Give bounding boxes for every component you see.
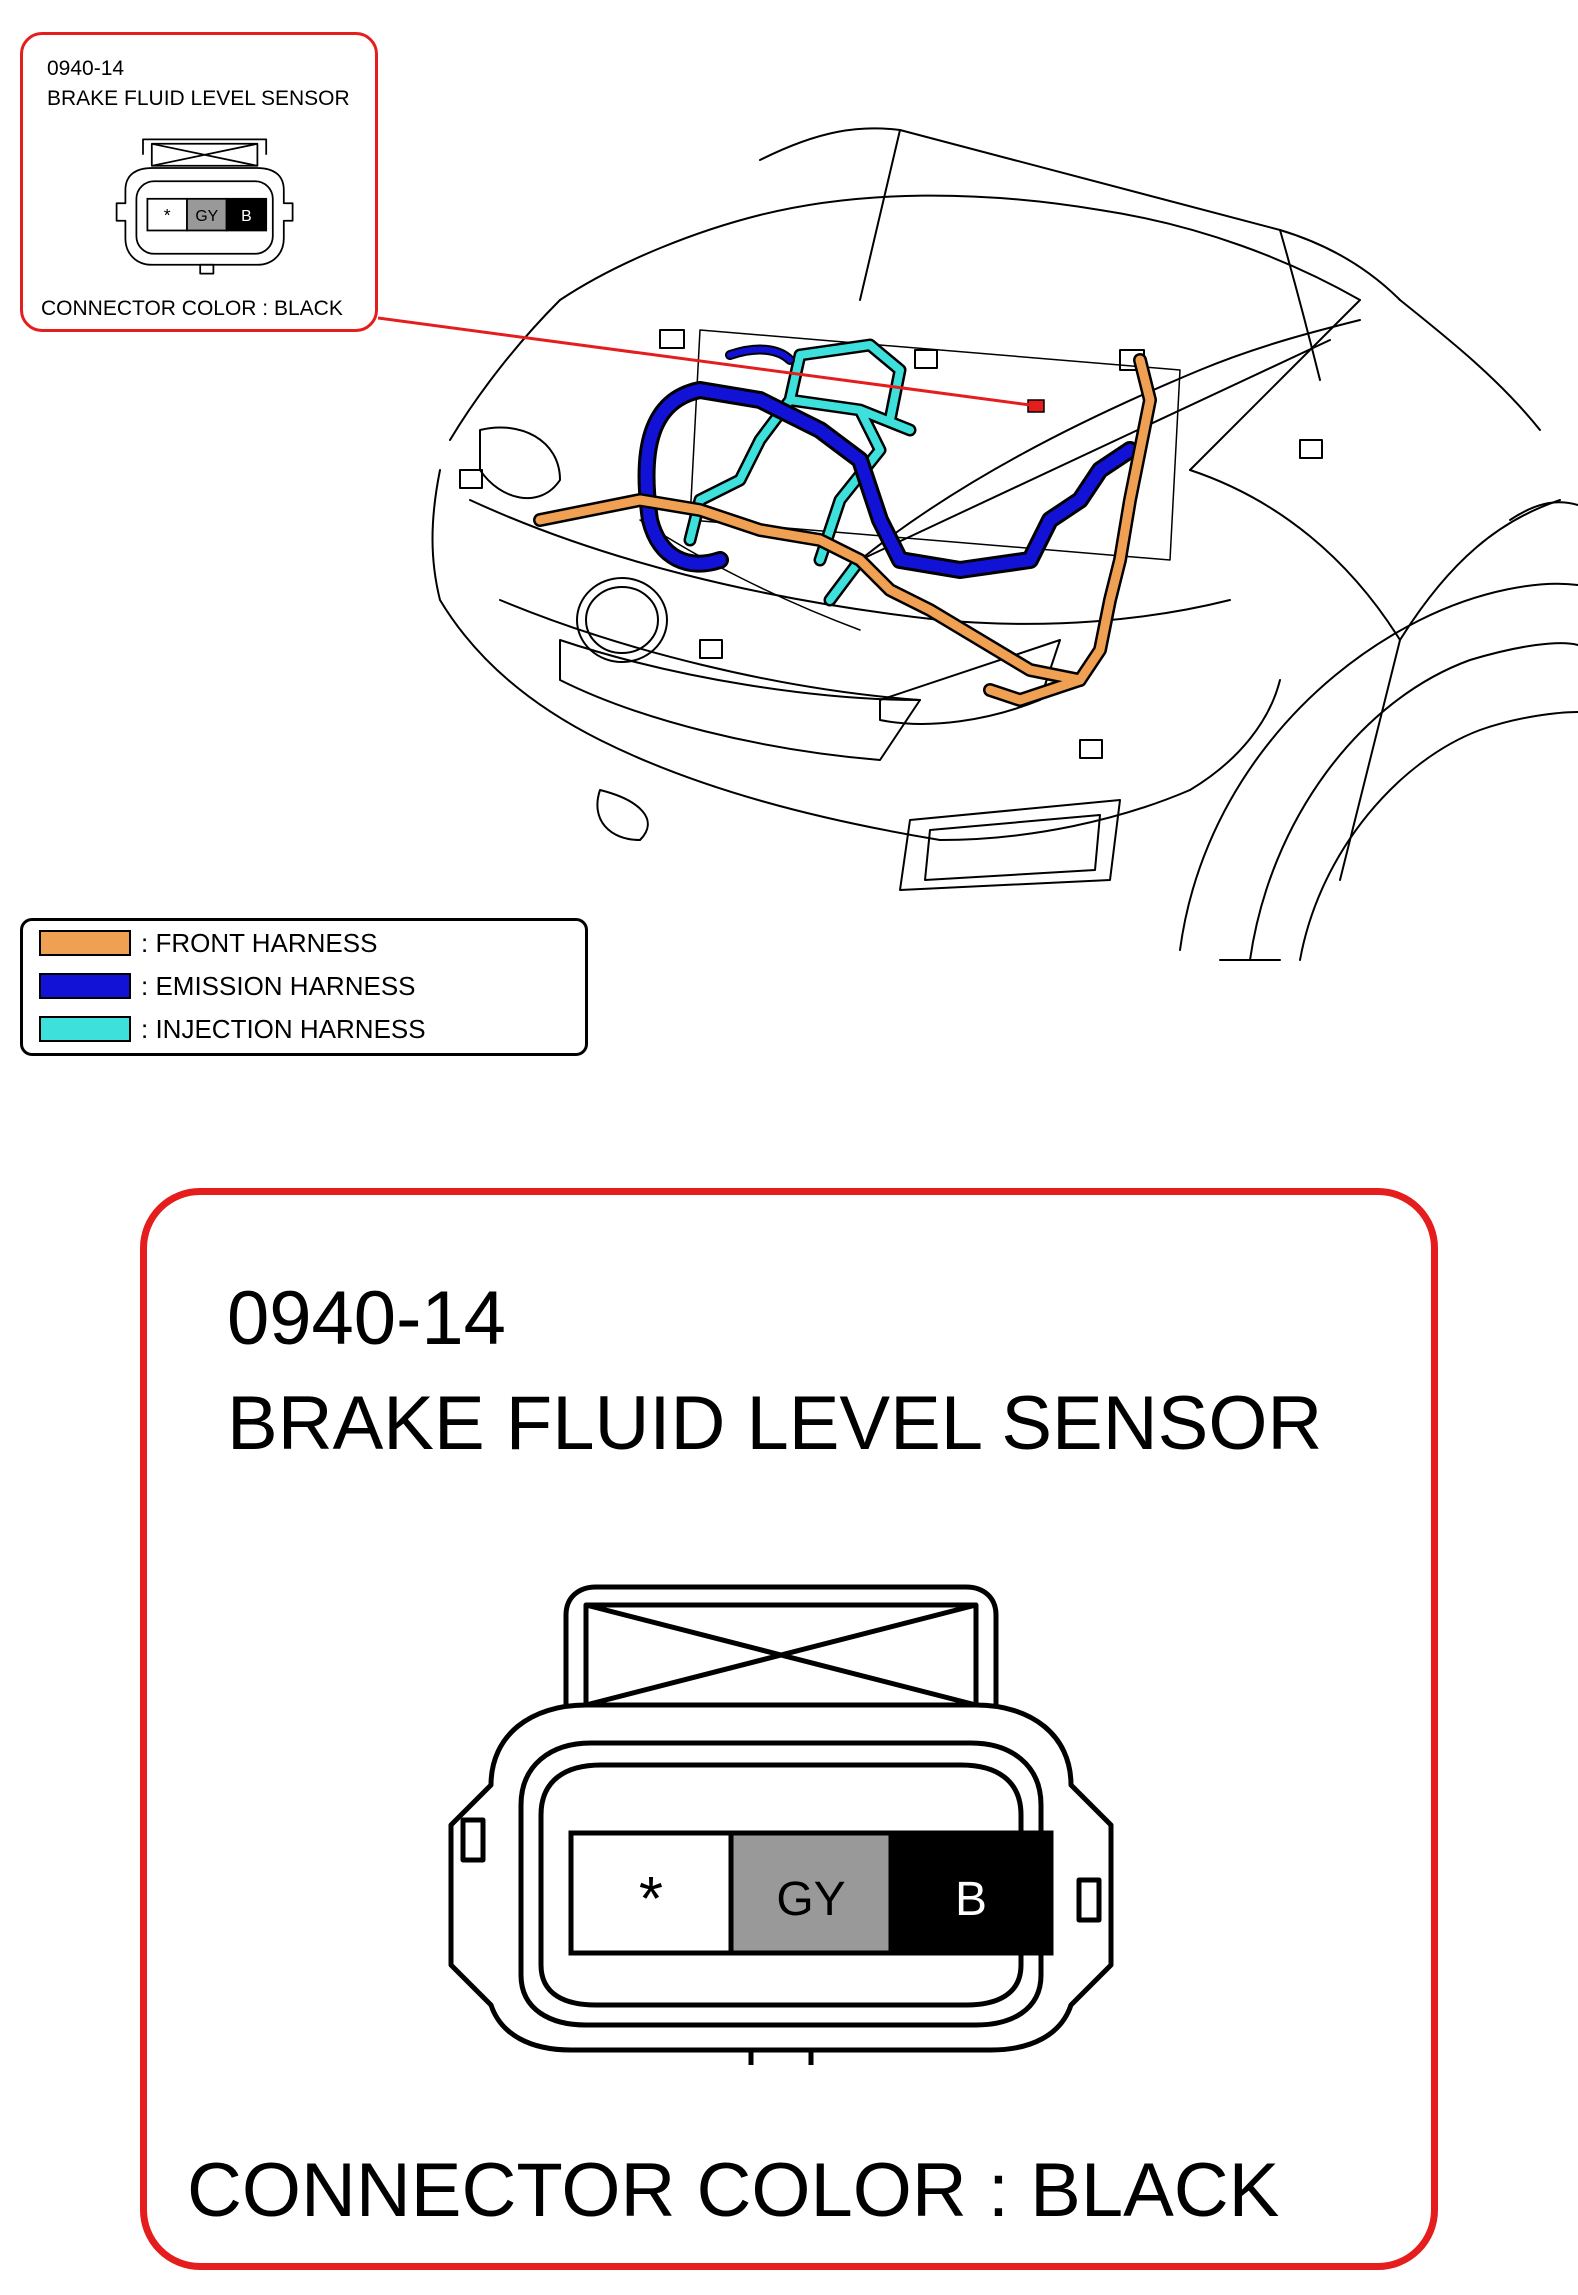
connector-name-small: BRAKE FLUID LEVEL SENSOR	[47, 87, 350, 110]
callout-large: 0940-14 BRAKE FLUID LEVEL SENSOR * GY B	[140, 1188, 1438, 2270]
connector-color-small: CONNECTOR COLOR : BLACK	[41, 297, 343, 320]
pin-2-label: GY	[776, 1873, 845, 1926]
pin-3-cavity	[888, 1830, 1054, 1956]
pin-row-small: * GY B	[146, 197, 268, 232]
pin-2-label-small: GY	[195, 208, 218, 225]
brake-fluid-level-sensor-location	[1027, 399, 1045, 413]
pin-1-label: *	[639, 1865, 663, 1934]
pin-3-label-small: B	[241, 208, 252, 225]
leader-line	[377, 316, 1031, 407]
harness-legend: : FRONT HARNESS : EMISSION HARNESS : INJ…	[20, 918, 588, 1056]
legend-item-emission: : EMISSION HARNESS	[39, 970, 416, 1002]
emission-harness-swatch	[39, 973, 131, 999]
front-harness-swatch	[39, 930, 131, 956]
connector-face-small: * GY B	[115, 138, 294, 275]
pin-1-label-small: *	[164, 205, 171, 225]
connector-color-large: CONNECTOR COLOR : BLACK	[187, 2148, 1280, 2233]
legend-item-injection: : INJECTION HARNESS	[39, 1013, 426, 1045]
pin-3-label: B	[955, 1873, 987, 1926]
vehicle-engine-bay-illustration	[377, 127, 1578, 961]
connector-face-large: * GY B	[448, 1584, 1114, 2065]
legend-label-front: : FRONT HARNESS	[141, 927, 378, 958]
pin-row-large: * GY B	[568, 1830, 1054, 1956]
callout-small: 0940-14 BRAKE FLUID LEVEL SENSOR * GY B …	[20, 32, 378, 332]
legend-label-emission: : EMISSION HARNESS	[141, 970, 416, 1001]
legend-label-injection: : INJECTION HARNESS	[141, 1013, 426, 1044]
legend-item-front: : FRONT HARNESS	[39, 927, 377, 959]
connector-name-large: BRAKE FLUID LEVEL SENSOR	[227, 1381, 1323, 1466]
connector-code-small: 0940-14	[47, 57, 125, 80]
connector-code-large: 0940-14	[227, 1276, 506, 1361]
pin-1-cavity	[568, 1830, 734, 1956]
injection-harness-swatch	[39, 1016, 131, 1042]
pin-2-cavity	[728, 1830, 894, 1956]
